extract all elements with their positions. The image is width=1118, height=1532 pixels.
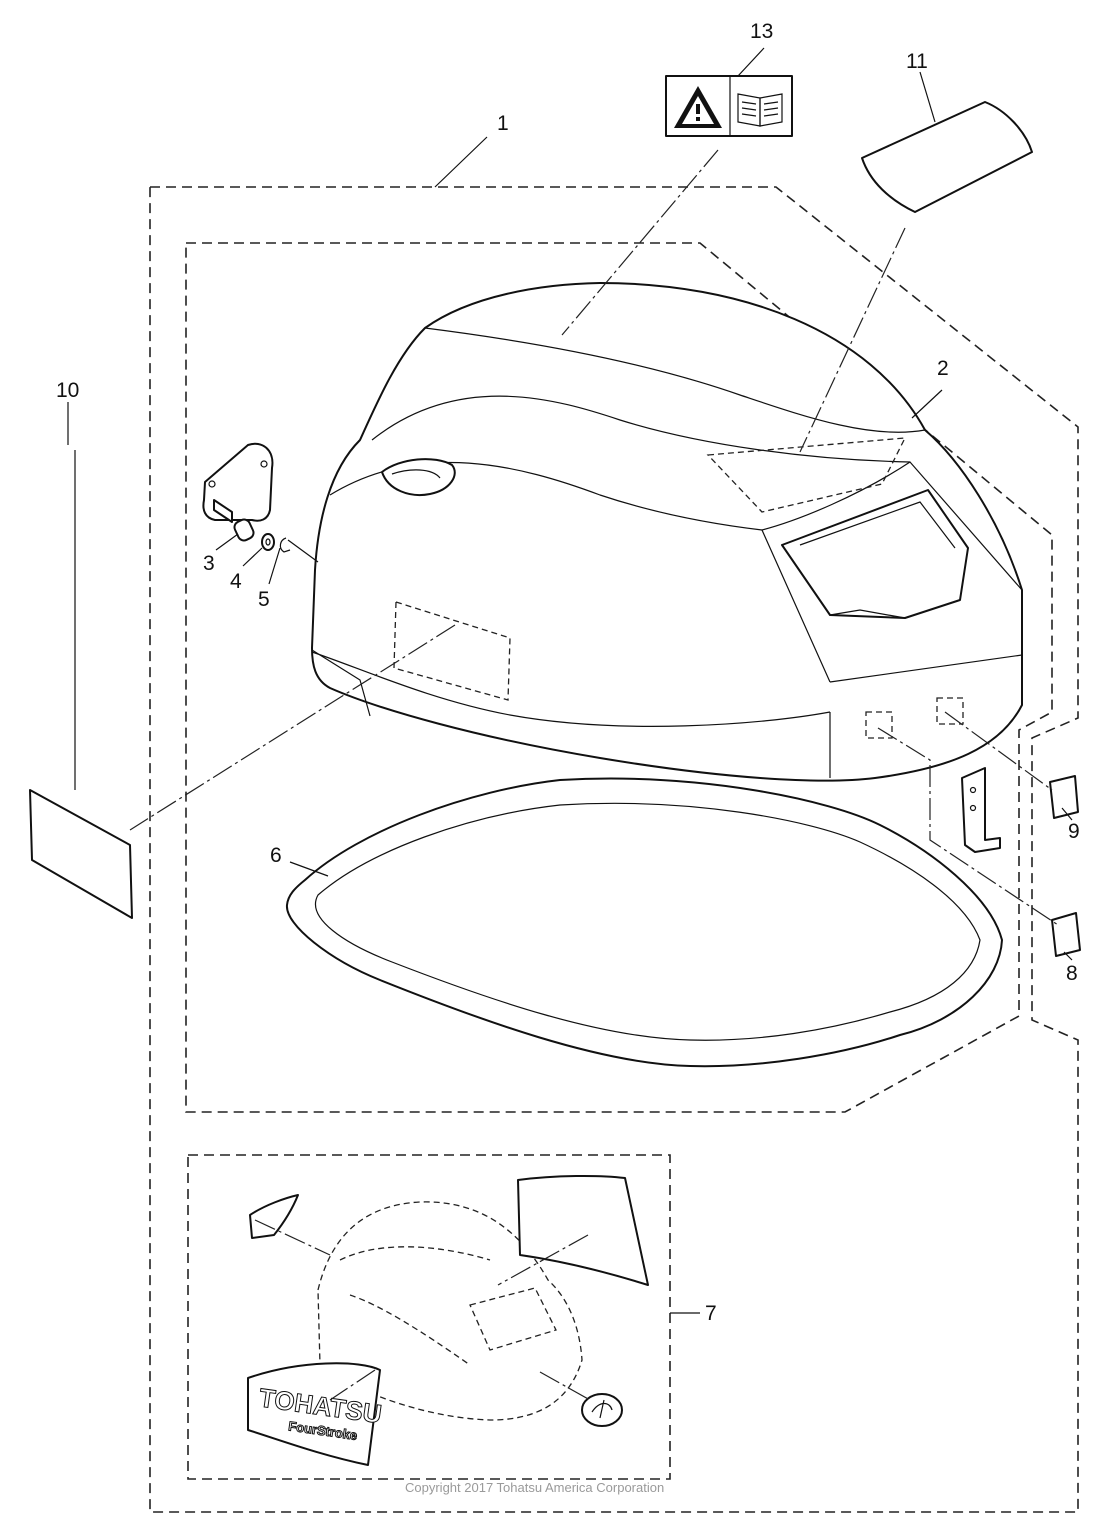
warning-triangle-icon	[674, 86, 722, 128]
callout-7: 7	[705, 1302, 717, 1325]
kit-7-decal-set: TOHATSU FourStroke	[247, 1174, 649, 1466]
callout-13: 13	[750, 20, 773, 43]
kit-7-boundary	[187, 1154, 671, 1480]
callout-2: 2	[937, 357, 949, 380]
callout-5: 5	[258, 588, 270, 611]
callout-4: 4	[230, 570, 242, 593]
cowling-part-2	[311, 282, 1023, 782]
hook-plate	[202, 442, 274, 523]
decal-part-10	[29, 789, 133, 919]
callout-10: 10	[56, 379, 79, 402]
copyright-text: Copyright 2017 Tohatsu America Corporati…	[405, 1480, 664, 1495]
clip-part-5	[279, 537, 291, 553]
warning-label-part-13	[665, 75, 793, 137]
assembly-2-boundary	[185, 242, 1053, 1113]
manual-book-icon	[737, 93, 783, 127]
callout-8: 8	[1066, 962, 1078, 985]
washer-part-4	[261, 533, 275, 551]
projection-lines	[129, 149, 1059, 1401]
bushing-part-3	[233, 518, 255, 542]
decal-part-11	[861, 101, 1033, 213]
callout-6: 6	[270, 844, 282, 867]
leader-lines	[67, 47, 1073, 1314]
bracket	[961, 767, 1001, 853]
decal-part-9	[1049, 775, 1079, 819]
assembly-1-boundary	[149, 186, 1079, 1513]
callout-11: 11	[906, 50, 928, 73]
callout-1: 1	[497, 112, 509, 135]
callout-9: 9	[1068, 820, 1080, 843]
callout-3: 3	[203, 552, 215, 575]
decal-part-8	[1051, 912, 1081, 957]
seal-part-6	[285, 777, 1003, 1068]
